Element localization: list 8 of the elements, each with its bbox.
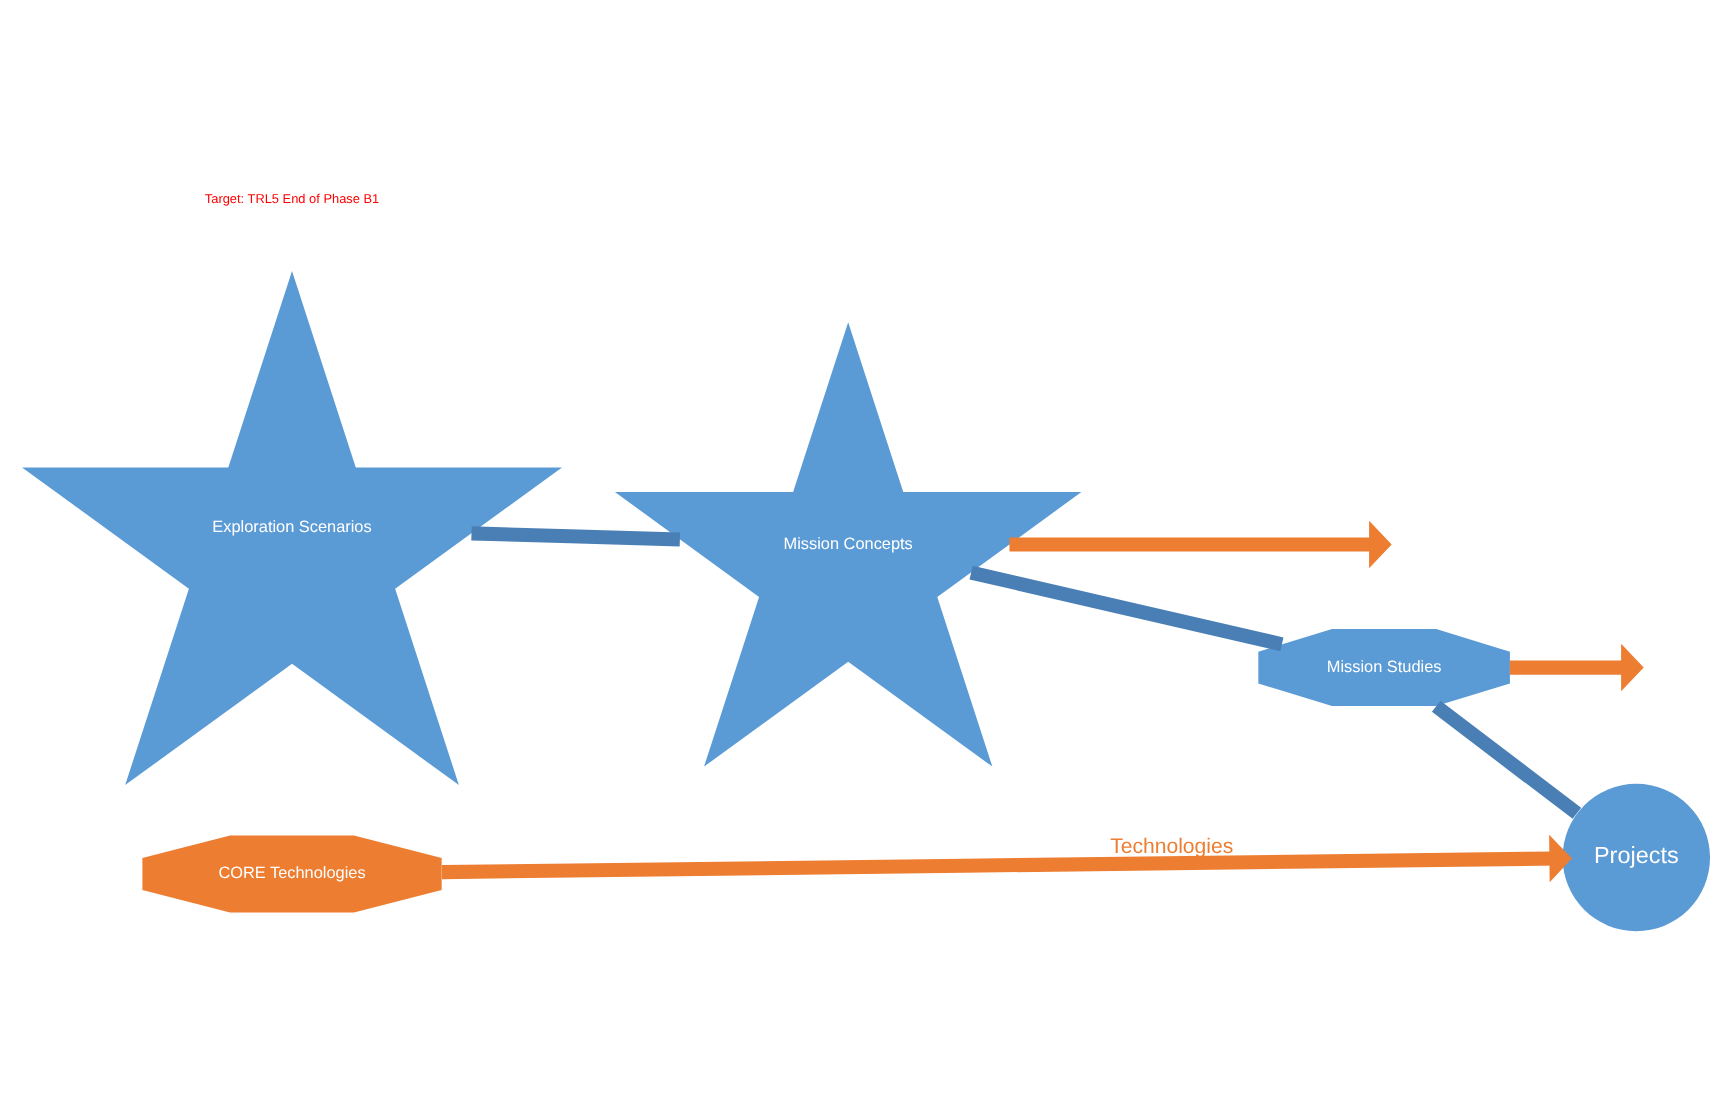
connector: [1431, 700, 1582, 819]
arrow: [1009, 520, 1392, 569]
edge-label: Technologies: [1110, 835, 1234, 860]
arrow: [1509, 643, 1644, 692]
connector: [969, 565, 1284, 652]
node-circle: Projects: [1562, 783, 1710, 932]
connector: [471, 526, 681, 547]
arrow: [441, 834, 1572, 883]
